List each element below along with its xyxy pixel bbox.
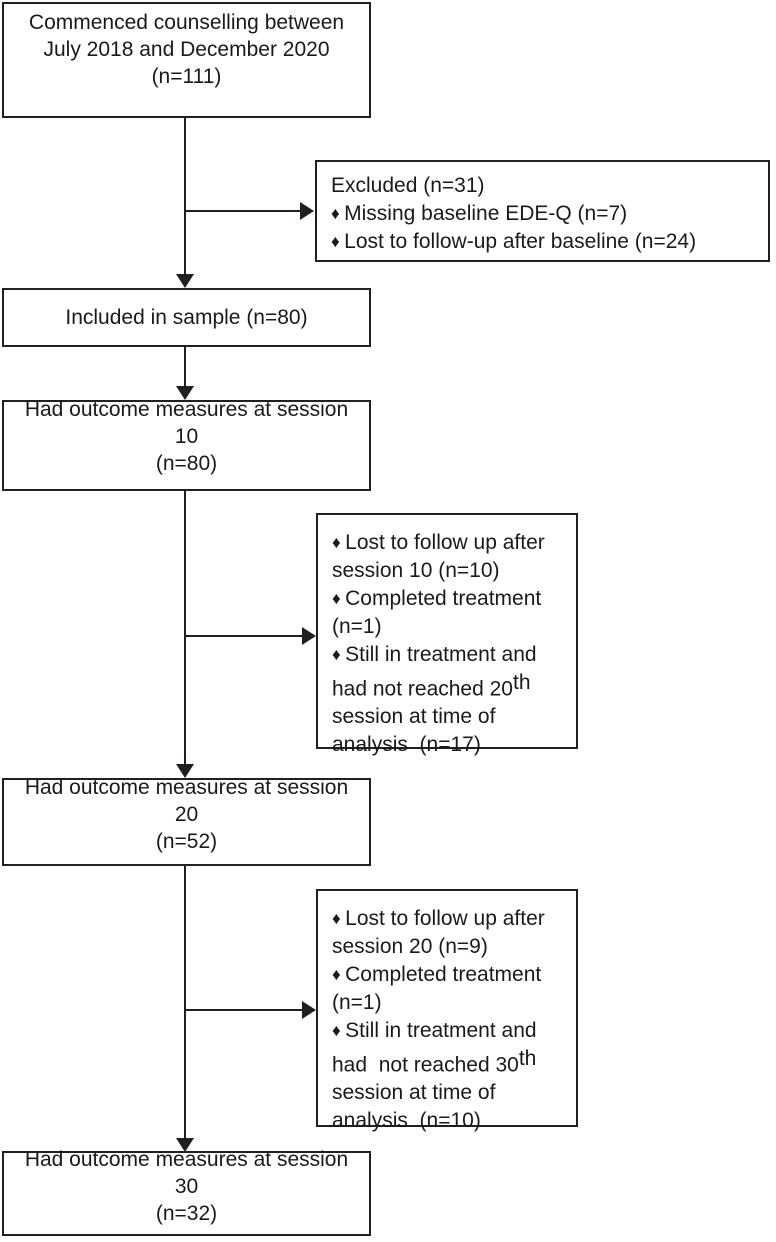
node-excluded-heading: Excluded (n=31) <box>331 174 485 197</box>
node-attrition20-item-2: ♦ Still in treatment and had not reached… <box>332 1017 568 1135</box>
node-attrition-after-session-20: ♦ Lost to follow up after session 20 (n=… <box>316 889 578 1130</box>
arrow-right-icon-to-excluded <box>300 202 314 220</box>
node-attrition20-item-1-label: Completed treatment (n=1) <box>332 963 542 1014</box>
arrow-down-icon-commenced-to-included <box>176 274 194 288</box>
node-attrition10-item-0: ♦ Lost to follow up after session 10 (n=… <box>332 529 568 585</box>
node-attrition20-item-2-post: session at time of analysis (n=10) <box>332 1081 496 1133</box>
connector-commenced-to-excluded <box>185 210 300 212</box>
node-attrition10-item-2-label: Still in treatment and had not reached 2… <box>332 643 537 701</box>
node-attrition10-item-0-label: Lost to follow up after session 10 (n=10… <box>332 531 545 582</box>
node-attrition10-item-1-label: Completed treatment (n=1) <box>332 587 542 638</box>
arrow-right-icon-to-attrition20 <box>302 1001 316 1019</box>
node-attrition-after-session-10: ♦ Lost to follow up after session 10 (n=… <box>316 513 578 754</box>
node-commenced-counselling: Commenced counselling between July 2018 … <box>2 2 371 118</box>
node-attrition20-item-2-sup: th <box>518 1047 537 1070</box>
bullet-icon: ♦ <box>332 909 341 928</box>
node-excluded-item-0: ♦ Missing baseline EDE-Q (n=7) <box>331 200 760 228</box>
node-included-in-sample: Included in sample (n=80) <box>2 288 371 347</box>
connector-session10-to-session20 <box>184 491 186 764</box>
node-session-20: Had outcome measures at session 20 (n=52… <box>2 775 371 866</box>
bullet-icon: ♦ <box>331 204 340 223</box>
connector-session20-to-attrition20 <box>185 1009 302 1011</box>
node-attrition10-item-1: ♦ Completed treatment (n=1) <box>332 585 568 641</box>
arrow-down-icon-session10-to-session20 <box>176 764 194 778</box>
bullet-icon: ♦ <box>332 965 341 984</box>
node-attrition20-item-0-label: Lost to follow up after session 20 (n=9) <box>332 907 545 958</box>
arrow-down-icon-included-to-session10 <box>176 386 194 400</box>
node-attrition20-item-1: ♦ Completed treatment (n=1) <box>332 961 568 1017</box>
node-attrition10-item-2-post: session at time of analysis (n=17) <box>332 705 496 757</box>
arrow-down-icon-session20-to-session30 <box>176 1138 194 1152</box>
node-session-30: Had outcome measures at session 30 (n=32… <box>2 1148 371 1236</box>
bullet-icon: ♦ <box>332 589 341 608</box>
node-excluded-item-1: ♦ Lost to follow-up after baseline (n=24… <box>331 228 760 256</box>
connector-session10-to-attrition10 <box>185 635 302 637</box>
node-attrition20-item-0: ♦ Lost to follow up after session 20 (n=… <box>332 905 568 961</box>
node-excluded-item-0-label: Missing baseline EDE-Q (n=7) <box>344 202 628 225</box>
node-session-10: Had outcome measures at session 10 (n=80… <box>2 398 371 491</box>
bullet-icon: ♦ <box>332 1021 341 1040</box>
bullet-icon: ♦ <box>332 533 341 552</box>
node-excluded: Excluded (n=31) ♦ Missing baseline EDE-Q… <box>315 160 770 262</box>
node-commenced-counselling-label: Commenced counselling between July 2018 … <box>28 10 345 88</box>
connector-included-to-session10 <box>184 347 186 386</box>
node-attrition10-item-2-sup: th <box>512 671 531 694</box>
connector-commenced-to-included <box>184 118 186 274</box>
node-attrition20-item-2-label: Still in treatment and had not reached 3… <box>332 1019 537 1077</box>
node-excluded-item-1-label: Lost to follow-up after baseline (n=24) <box>344 230 697 253</box>
node-session-20-label: Had outcome measures at session 20 (n=52… <box>24 775 349 853</box>
node-session-30-label: Had outcome measures at session 30 (n=32… <box>24 1148 349 1225</box>
bullet-icon: ♦ <box>331 232 340 251</box>
bullet-icon: ♦ <box>332 645 341 664</box>
node-included-in-sample-label: Included in sample (n=80) <box>65 306 308 329</box>
connector-session20-to-session30 <box>184 866 186 1138</box>
arrow-right-icon-to-attrition10 <box>302 627 316 645</box>
node-attrition10-item-2: ♦ Still in treatment and had not reached… <box>332 641 568 759</box>
node-session-10-label: Had outcome measures at session 10 (n=80… <box>24 398 349 475</box>
